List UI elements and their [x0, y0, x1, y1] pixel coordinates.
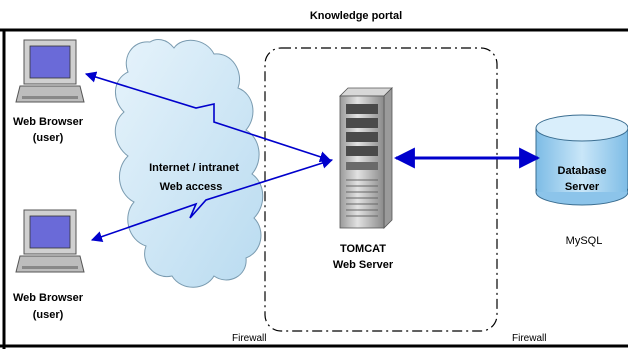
client-bottom-label-line2: (user) — [33, 309, 64, 321]
database-cylinder-icon — [535, 114, 628, 206]
server-tower-icon — [339, 87, 393, 229]
client-top-label-line1: Web Browser — [13, 116, 84, 128]
server-label-line2: Web Server — [333, 259, 394, 271]
firewall-right-label: Firewall — [512, 333, 546, 344]
client-bottom-label-line1: Web Browser — [13, 292, 84, 304]
database-label-line1: Database — [558, 165, 607, 177]
firewall-left-label: Firewall — [232, 333, 266, 344]
diagram-title: Knowledge portal — [310, 10, 402, 22]
server-label-line1: TOMCAT — [340, 243, 386, 255]
client-top-label-line2: (user) — [33, 132, 64, 144]
cloud-label-line2: Web access — [160, 181, 223, 193]
desktop-computer-icon — [15, 39, 85, 103]
database-caption: MySQL — [566, 235, 603, 247]
desktop-computer-icon — [15, 209, 85, 273]
database-label-line2: Server — [565, 181, 600, 193]
cloud-label-line1: Internet / intranet — [149, 162, 239, 174]
connection-top-client-to-server — [84, 71, 332, 163]
connection-bottom-client-to-server — [90, 157, 334, 242]
firewall-boundary — [264, 47, 498, 332]
